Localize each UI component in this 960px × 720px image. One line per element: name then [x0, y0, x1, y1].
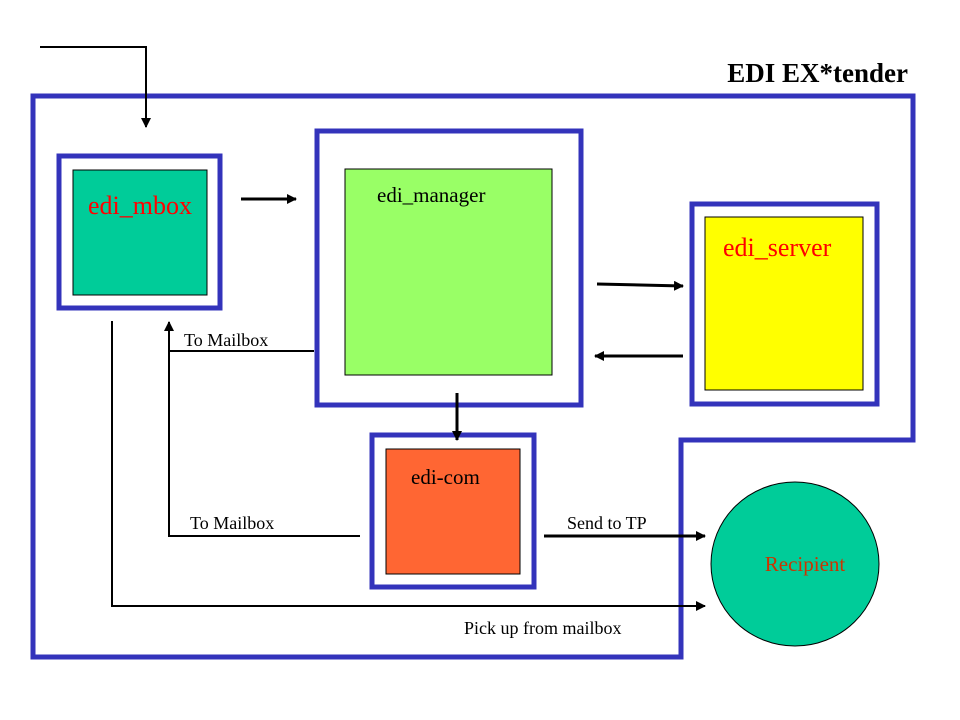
edi-manager-box — [344, 168, 553, 376]
edi-manager-label: edi_manager — [377, 183, 485, 207]
edi-server-node: edi_server — [689, 201, 880, 407]
diagram-title: EDI EX*tender — [727, 58, 908, 88]
pick-up-label: Pick up from mailbox — [464, 618, 621, 638]
edi-mbox-node: edi_mbox — [56, 153, 223, 311]
pickup-arrow — [111, 321, 706, 611]
recipient-circle — [710, 481, 880, 647]
incoming-arrow — [40, 46, 151, 128]
to-mailbox-label-lower: To Mailbox — [190, 513, 274, 533]
system-boundary — [30, 93, 916, 660]
edi-manager-node: edi_manager — [314, 128, 584, 408]
send-to-tp-label: Send to TP — [567, 513, 647, 533]
manager-to-server-arrow — [596, 280, 684, 291]
recipient-label: Recipient — [765, 552, 846, 576]
edi-com-box — [385, 448, 521, 575]
edi-server-box — [704, 216, 864, 391]
to-mailbox-label-upper: To Mailbox — [184, 330, 268, 350]
com-to-mailbox-line — [168, 351, 360, 537]
edi-com-label: edi-com — [411, 465, 480, 489]
edi-mbox-box — [72, 169, 208, 296]
recipient-node: Recipient — [710, 481, 880, 647]
edi-mbox-label: edi_mbox — [88, 191, 192, 220]
edi-server-label: edi_server — [723, 233, 832, 262]
edi-com-node: edi-com — [369, 432, 537, 590]
